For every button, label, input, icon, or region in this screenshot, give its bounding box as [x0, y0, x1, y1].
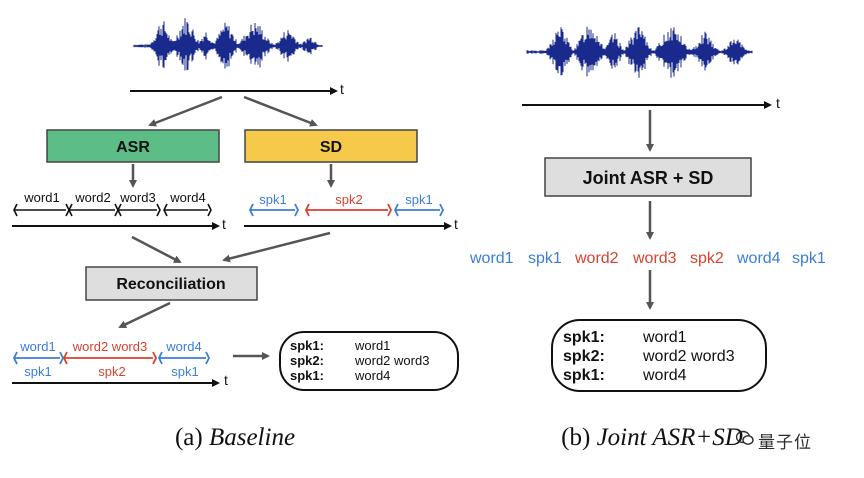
joint-label: Joint ASR + SD — [583, 168, 714, 188]
output-a-words-3: word4 — [354, 368, 390, 383]
waveform-b — [526, 26, 753, 78]
output-b-speaker-3: spk1: — [563, 367, 605, 384]
sd-label: SD — [320, 139, 342, 156]
joint-seq-item-2: spk1 — [528, 250, 562, 267]
joint-seq-item-1: word1 — [469, 250, 514, 267]
joint-seq-item-4: word3 — [632, 250, 677, 267]
joint-seq-item-3: word2 — [574, 250, 619, 267]
result-word-3: word4 — [165, 339, 201, 354]
time-axis-asr-label: t — [222, 216, 226, 232]
caption-b: (b) Joint ASR+SD — [561, 424, 743, 451]
output-a-speaker-3: spk1: — [290, 368, 324, 383]
output-a-speaker-1: spk1: — [290, 338, 324, 353]
output-a-words-2: word2 word3 — [354, 353, 429, 368]
sd-speaker-3: spk1 — [405, 192, 432, 207]
joint-seq-item-7: spk1 — [792, 250, 826, 267]
output-box-a — [279, 331, 459, 391]
result-word-1: word1 — [19, 339, 55, 354]
output-box-b — [551, 319, 767, 392]
asr-word-1: word1 — [23, 190, 59, 205]
output-b-words-2: word2 word3 — [642, 348, 735, 365]
joint-sequence: word1 spk1 word2 word3 spk2 word4 spk1 — [469, 250, 826, 267]
output-b-speaker-1: spk1: — [563, 329, 605, 346]
time-axis-result-label: t — [224, 372, 228, 388]
asr-box — [46, 129, 220, 163]
watermark: 量子位 — [736, 426, 856, 454]
joint-seq-item-6: word4 — [736, 250, 781, 267]
watermark-text: 量子位 — [758, 433, 812, 453]
arrow-asr-to-recon — [131, 235, 182, 264]
joint-box — [544, 157, 752, 197]
reconciliation-label: Reconciliation — [116, 276, 225, 293]
result-speaker-3: spk1 — [171, 364, 198, 379]
result-speaker-1: spk1 — [24, 364, 51, 379]
asr-word-3: word3 — [119, 190, 155, 205]
sd-speaker-2: spk2 — [335, 192, 362, 207]
arrow-recon-down — [118, 301, 171, 329]
caption-a: (a) Baseline — [175, 424, 295, 451]
arrow-to-sd — [243, 95, 318, 127]
joint-panel: t Joint ASR + SD word1 spk1 word2 word3 … — [469, 26, 826, 451]
time-axis-sd-label: t — [454, 216, 458, 232]
arrow-to-asr — [148, 95, 223, 127]
result-speaker-2: spk2 — [98, 364, 125, 379]
asr-word-4: word4 — [169, 190, 205, 205]
output-b-speaker-2: spk2: — [563, 348, 605, 365]
sd-speaker-1: spk1 — [259, 192, 286, 207]
reconciliation-box — [85, 266, 258, 301]
arrow-sd-to-recon — [222, 231, 331, 263]
waveform-a — [133, 18, 323, 71]
output-b-words-1: word1 — [642, 329, 687, 346]
time-axis-a-label: t — [340, 81, 344, 97]
asr-word-2: word2 — [74, 190, 110, 205]
asr-word-brackets — [13, 203, 212, 217]
asr-label: ASR — [116, 139, 150, 156]
output-b-words-3: word4 — [642, 367, 687, 384]
joint-seq-item-5: spk2 — [690, 250, 724, 267]
result-word-2: word2 word3 — [72, 339, 147, 354]
chat-bubble-icon — [736, 430, 754, 445]
result-brackets — [12, 351, 211, 365]
time-axis-b-label: t — [776, 95, 780, 111]
output-a-words-1: word1 — [354, 338, 390, 353]
baseline-panel: t ASR SD word1 word2 word3 word4 t spk1 … — [12, 18, 459, 451]
output-a-speaker-2: spk2: — [290, 353, 324, 368]
sd-box — [244, 129, 418, 163]
sd-speaker-brackets — [248, 203, 445, 217]
